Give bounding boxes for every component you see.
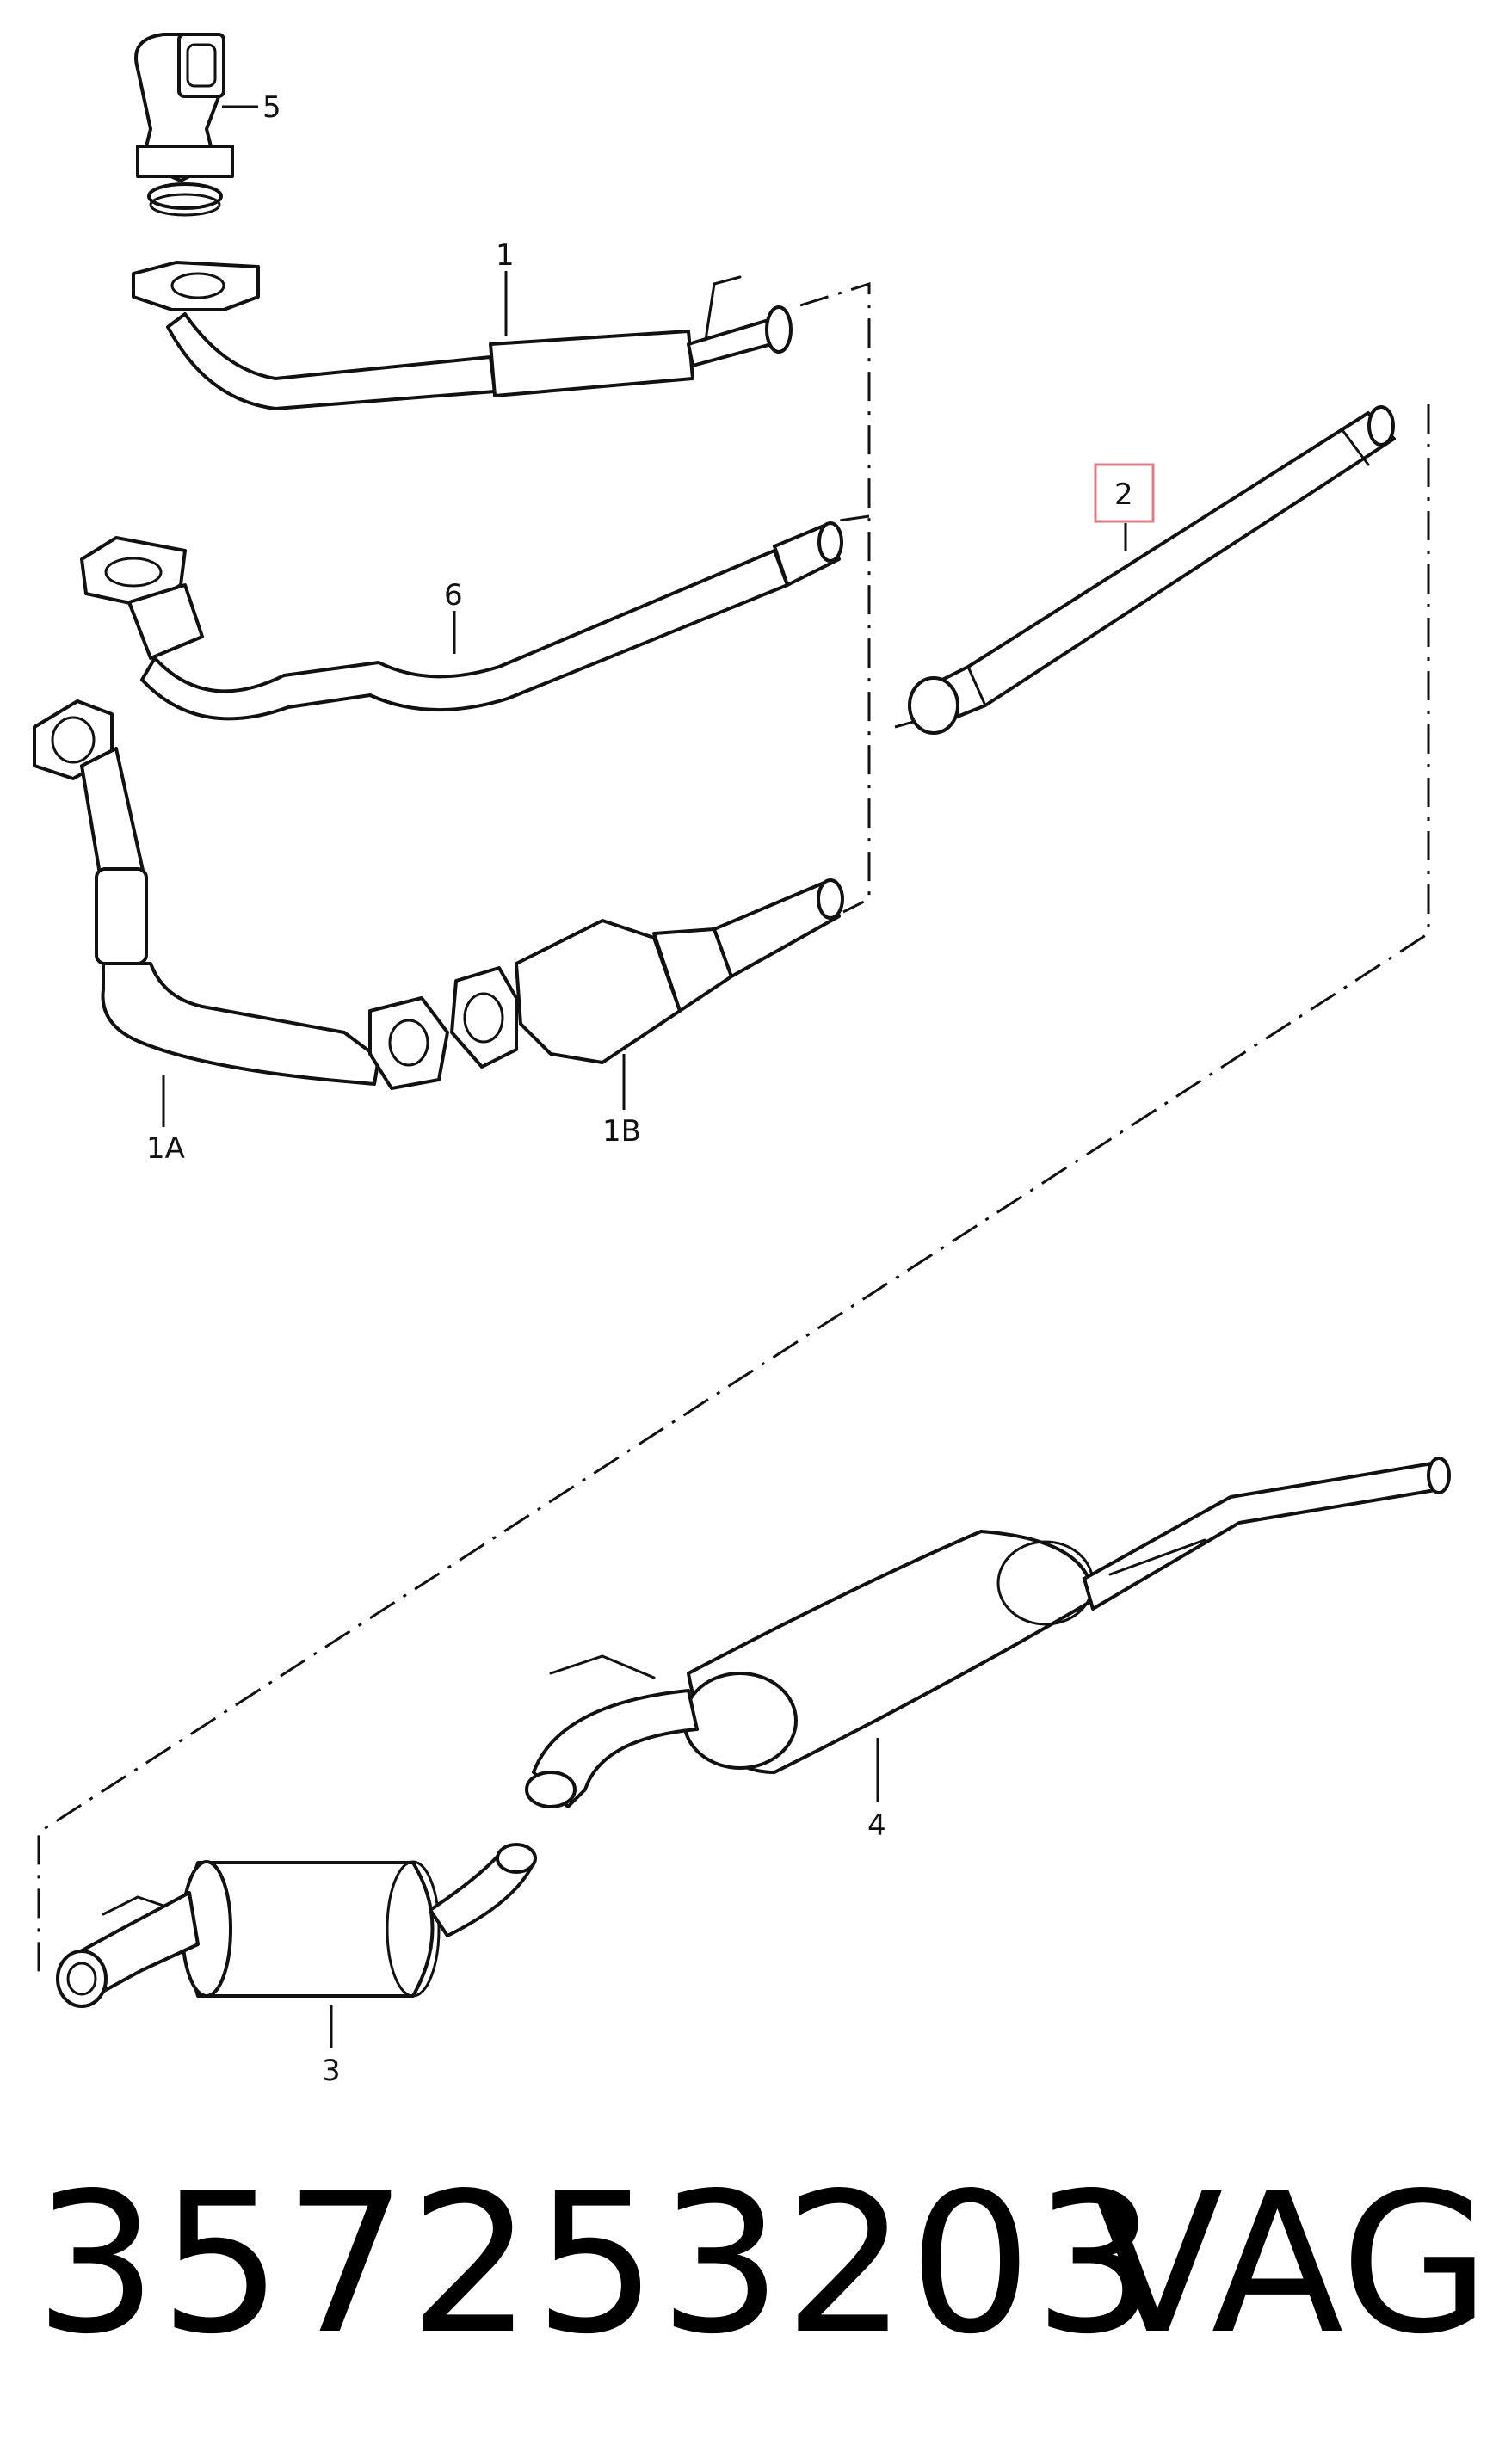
leader-lines xyxy=(162,105,1127,2048)
part-1b-catalytic-converter xyxy=(450,878,844,1069)
highlight-box xyxy=(1094,463,1155,523)
part-4-centre-silencer xyxy=(525,1457,1451,1808)
part-number-caption: 357253203 xyxy=(34,2152,1159,2377)
callout-6: 6 xyxy=(444,578,463,613)
brand-caption: VAG xyxy=(1091,2152,1490,2377)
callout-1b: 1B xyxy=(602,1114,641,1149)
callout-4: 4 xyxy=(867,1808,886,1843)
part-5-exhaust-elbow xyxy=(134,33,234,217)
part-1-front-pipe xyxy=(132,261,793,410)
part-6-front-pipe-catalytic xyxy=(80,521,843,721)
part-2-intermediate-pipe xyxy=(908,405,1396,735)
callout-1: 1 xyxy=(496,238,515,273)
part-3-rear-silencer xyxy=(56,1843,537,2008)
callout-2: 2 xyxy=(1114,477,1133,512)
part-1a-front-pipe xyxy=(33,699,449,1090)
callout-5: 5 xyxy=(262,90,281,125)
callout-1a: 1A xyxy=(146,1131,185,1166)
callout-3: 3 xyxy=(322,2054,341,2088)
